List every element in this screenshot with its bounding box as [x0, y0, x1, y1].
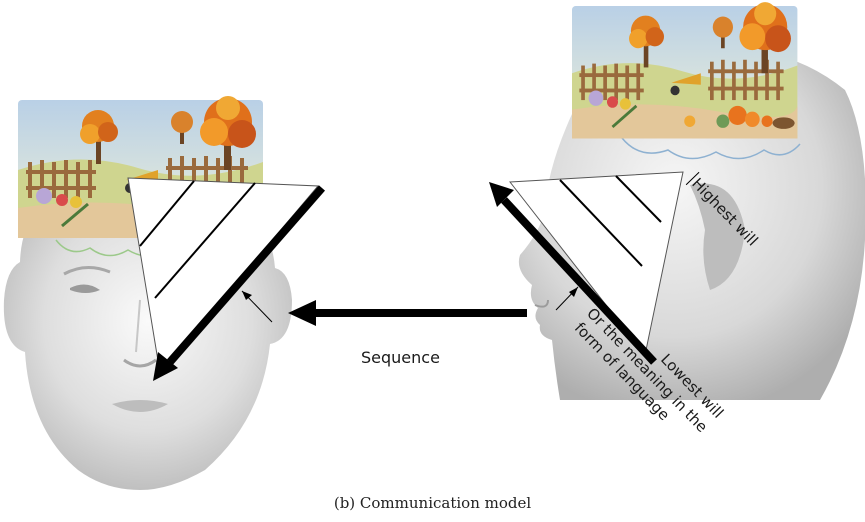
right-will-arrow — [489, 182, 657, 365]
sequence-label: Sequence — [361, 348, 440, 367]
left-will-arrow — [153, 185, 326, 381]
figure-caption: (b) Communication model — [333, 494, 532, 512]
left-will-triangle — [127, 177, 320, 375]
right-scene-image — [570, 0, 799, 140]
sequence-arrow — [288, 300, 527, 326]
right-thought-cloud — [621, 137, 801, 160]
right-will-triangle — [509, 171, 684, 357]
